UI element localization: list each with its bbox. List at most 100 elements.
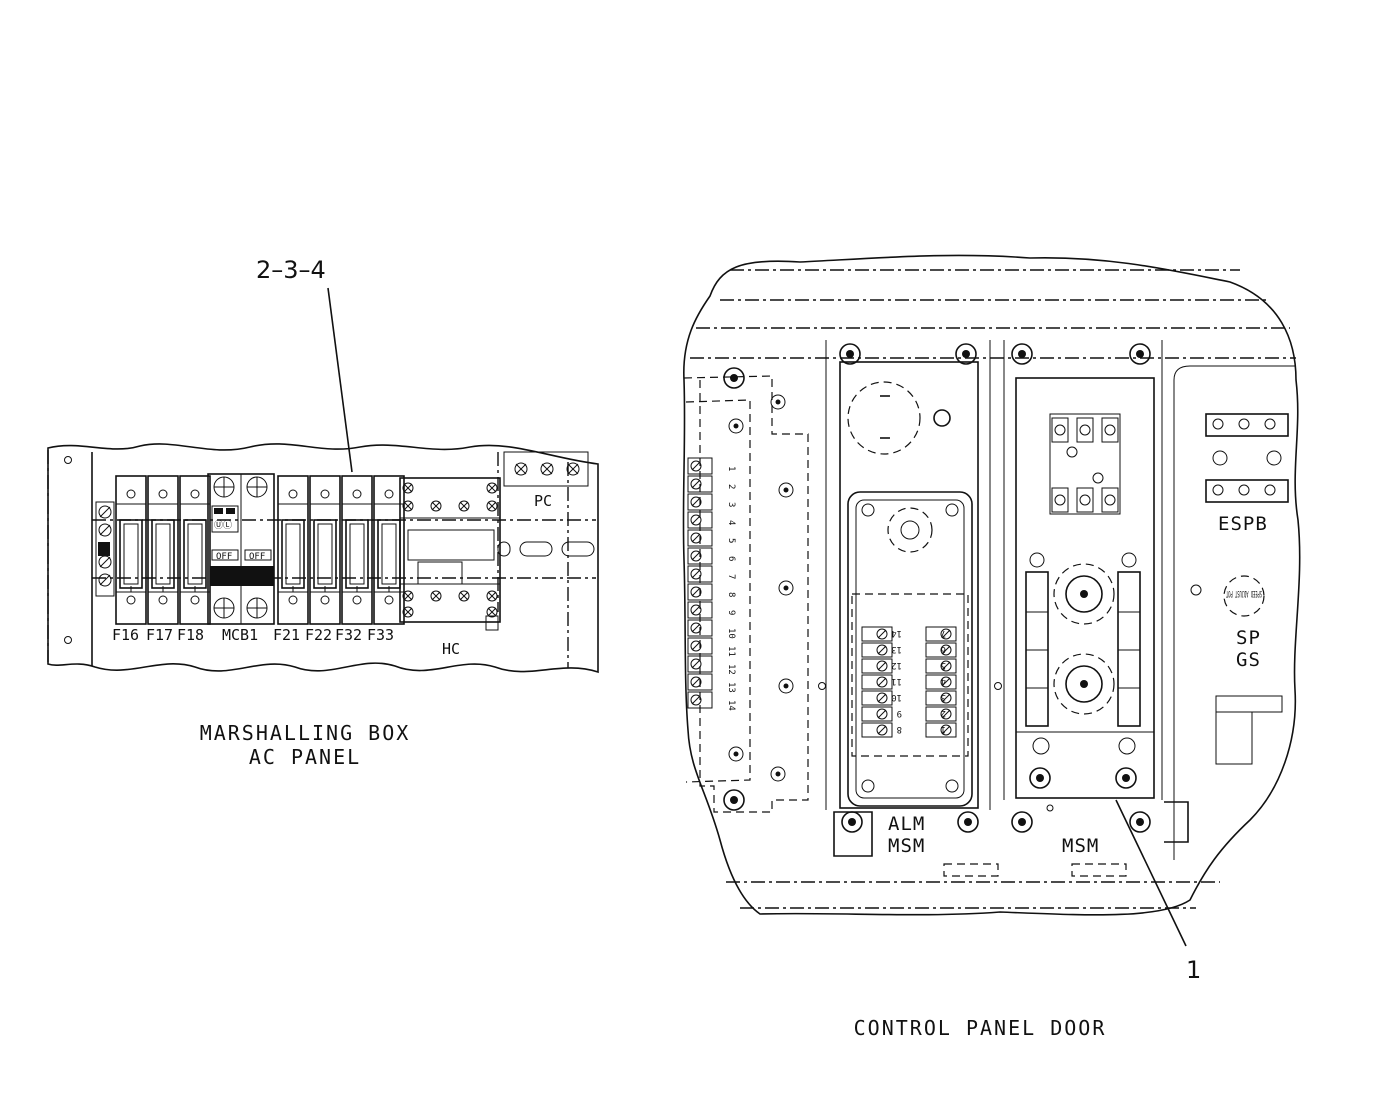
sp-label: SP [1236, 627, 1261, 649]
strip-terminal [687, 619, 713, 637]
alm-terminal-number: 14 [891, 628, 902, 638]
marshalling-box-view: 2–3–4 [47, 256, 599, 769]
fuse-label: F21 [273, 626, 300, 644]
strip-number: 1 [726, 466, 736, 471]
fuse-holder [309, 475, 341, 625]
caption-ac-panel: AC PANEL [249, 745, 361, 769]
caption-control-panel-door: CONTROL PANEL DOOR [854, 1016, 1107, 1040]
alm-terminal: 8 [861, 722, 902, 738]
caption-marshalling-box: MARSHALLING BOX [200, 721, 411, 745]
alm-terminal-blocks: 14 13 12 11 10 9 8 7 6 5 4 3 2 1 [861, 626, 957, 738]
alm-msm-module: 14 13 12 11 10 9 8 7 6 5 4 3 2 1 ALM MSM [825, 340, 999, 877]
fuse-label: F32 [335, 626, 362, 644]
strip-number: 6 [726, 556, 736, 561]
alm-terminal: 1 [925, 722, 957, 738]
strip-terminal [687, 547, 713, 565]
gs-label: GS [1236, 649, 1261, 671]
fuse-label: F17 [146, 626, 173, 644]
strip-terminal [687, 583, 713, 601]
svg-text:OFF: OFF [216, 552, 232, 562]
alm-terminal: 10 [861, 690, 902, 706]
callout-leader-left [327, 287, 353, 473]
strip-number: 7 [726, 574, 736, 579]
callout-leader-right [1115, 799, 1187, 947]
alm-terminal-number: 3 [941, 692, 946, 702]
alm-terminal-number: 12 [891, 660, 902, 670]
alm-terminal-number: 2 [941, 708, 946, 718]
alm-terminal-number: 5 [941, 660, 946, 670]
fuse-holder [147, 475, 179, 625]
fuse-label: MCB1 [222, 626, 258, 644]
alm-terminal: 12 [861, 658, 902, 674]
strip-number: 3 [726, 502, 736, 507]
alm-terminal-number: 11 [891, 676, 902, 686]
strip-terminals [687, 457, 713, 709]
strip-terminal [687, 529, 713, 547]
callout-2-3-4: 2–3–4 [256, 256, 326, 284]
alm-terminal-number: 7 [941, 628, 946, 638]
end-terminal [95, 501, 115, 597]
strip-terminal [687, 511, 713, 529]
alm-terminal: 11 [861, 674, 902, 690]
strip-number: 4 [726, 520, 736, 525]
alm-label: ALM [888, 813, 925, 835]
alm-terminal: 2 [925, 706, 957, 722]
fuse-label: F16 [112, 626, 139, 644]
strip-terminal [687, 565, 713, 583]
alm-terminal-number: 13 [891, 644, 902, 654]
svg-text:OFF: OFF [249, 552, 265, 562]
hc-relay: HC [399, 477, 501, 658]
speed-pot-label: SPEED ADJUST POT [1226, 588, 1262, 598]
msm-module: MSM [994, 340, 1189, 877]
alm-terminal: 13 [861, 642, 902, 658]
alm-terminal-number: 1 [941, 724, 946, 734]
strip-terminal [687, 691, 713, 709]
strip-terminal [687, 637, 713, 655]
mount-hole-bottom [64, 636, 72, 644]
fuse-holder [277, 475, 309, 625]
alm-terminal: 9 [861, 706, 902, 722]
espb-label: ESPB [1218, 513, 1268, 535]
alm-terminal-number: 10 [891, 692, 902, 702]
strip-terminal [687, 601, 713, 619]
speed-pot-knob [1223, 575, 1265, 617]
strip-terminal [687, 655, 713, 673]
strip-terminal [687, 493, 713, 511]
alm-terminal-number: 9 [897, 708, 902, 718]
fuse-holder [341, 475, 373, 625]
msm-label-left: MSM [888, 835, 925, 857]
svg-text:ⓊⓁ: ⓊⓁ [214, 520, 232, 531]
strip-number: 10 [726, 628, 736, 639]
strip-number: 2 [726, 484, 736, 489]
alm-terminal: 5 [925, 658, 957, 674]
fuse-label: F22 [305, 626, 332, 644]
strip-terminal [687, 457, 713, 475]
strip-number: 14 [726, 700, 736, 711]
strip-number: 11 [726, 646, 736, 657]
fuse-holder [179, 475, 211, 625]
strip-number: 8 [726, 592, 736, 597]
msm-label-right: MSM [1062, 835, 1099, 857]
strip-number: 12 [726, 664, 736, 675]
pc-label: PC [534, 492, 552, 510]
strip-number: 9 [726, 610, 736, 615]
panel-outline [47, 443, 599, 674]
strip-terminal [687, 673, 713, 691]
alm-terminal: 3 [925, 690, 957, 706]
door-outline [682, 254, 1301, 916]
pc-terminal: PC [503, 451, 589, 510]
fuse-label: F33 [367, 626, 394, 644]
alm-terminal-number: 4 [941, 676, 946, 686]
alm-terminal: 7 [925, 626, 957, 642]
hc-label: HC [442, 640, 460, 658]
callout-1: 1 [1186, 956, 1201, 984]
alm-terminal: 14 [861, 626, 902, 642]
strip-terminal [687, 475, 713, 493]
mount-hole-top [64, 456, 72, 464]
alm-terminal-number: 6 [941, 644, 946, 654]
